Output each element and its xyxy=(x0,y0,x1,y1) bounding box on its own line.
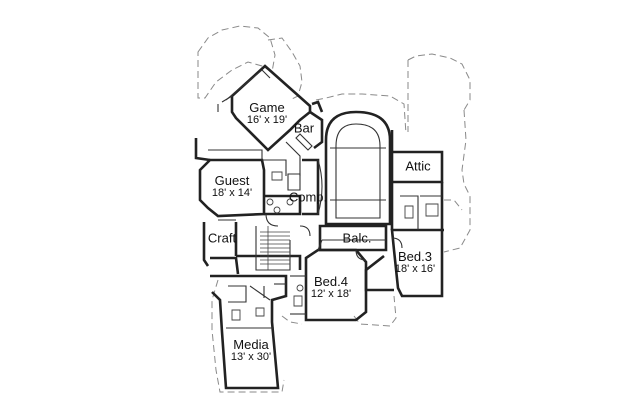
bar-area-walls xyxy=(285,100,324,176)
guest-room-name: Guest xyxy=(214,173,250,188)
game-room-name: Game xyxy=(249,100,285,115)
stair-walls xyxy=(218,219,302,271)
game-room-label: Game 16' x 19' xyxy=(247,101,287,127)
door-swings xyxy=(265,213,403,261)
bed3-label: Bed.3 18' x 16' xyxy=(395,250,435,276)
bed4-label: Bed.4 12' x 18' xyxy=(311,275,351,301)
guest-room-dimensions: 18' x 14' xyxy=(211,187,253,199)
attic-label: Attic xyxy=(405,158,431,174)
game-room-walls xyxy=(217,64,312,152)
media-room-dimensions: 13' x 30' xyxy=(230,351,272,363)
craft-walls xyxy=(202,222,240,275)
bed3-walls xyxy=(364,182,444,298)
bed3-name: Bed.3 xyxy=(398,249,432,264)
guest-room-walls xyxy=(194,138,302,218)
game-room-dimensions: 16' x 19' xyxy=(246,114,288,126)
guest-room-label: Guest 18' x 14' xyxy=(212,174,252,200)
bed3-dimensions: 18' x 16' xyxy=(394,263,436,275)
balcony-walls xyxy=(318,224,388,252)
craft-room-label: Craft xyxy=(207,230,237,246)
comp-room-label: Comp. xyxy=(288,189,328,205)
bed4-walls xyxy=(290,239,368,322)
media-room-name: Media xyxy=(233,337,269,352)
attic-walls xyxy=(390,130,444,230)
media-room-label: Media 13' x 30' xyxy=(231,338,271,364)
bed4-name: Bed.4 xyxy=(314,274,348,289)
bar-label: Bar xyxy=(293,120,315,136)
comp-room-walls xyxy=(302,158,323,216)
media-room-walls xyxy=(210,274,288,390)
open-to-below-walls xyxy=(324,110,392,226)
balcony-label: Balc. xyxy=(342,230,372,246)
bed4-dimensions: 12' x 18' xyxy=(310,288,352,300)
